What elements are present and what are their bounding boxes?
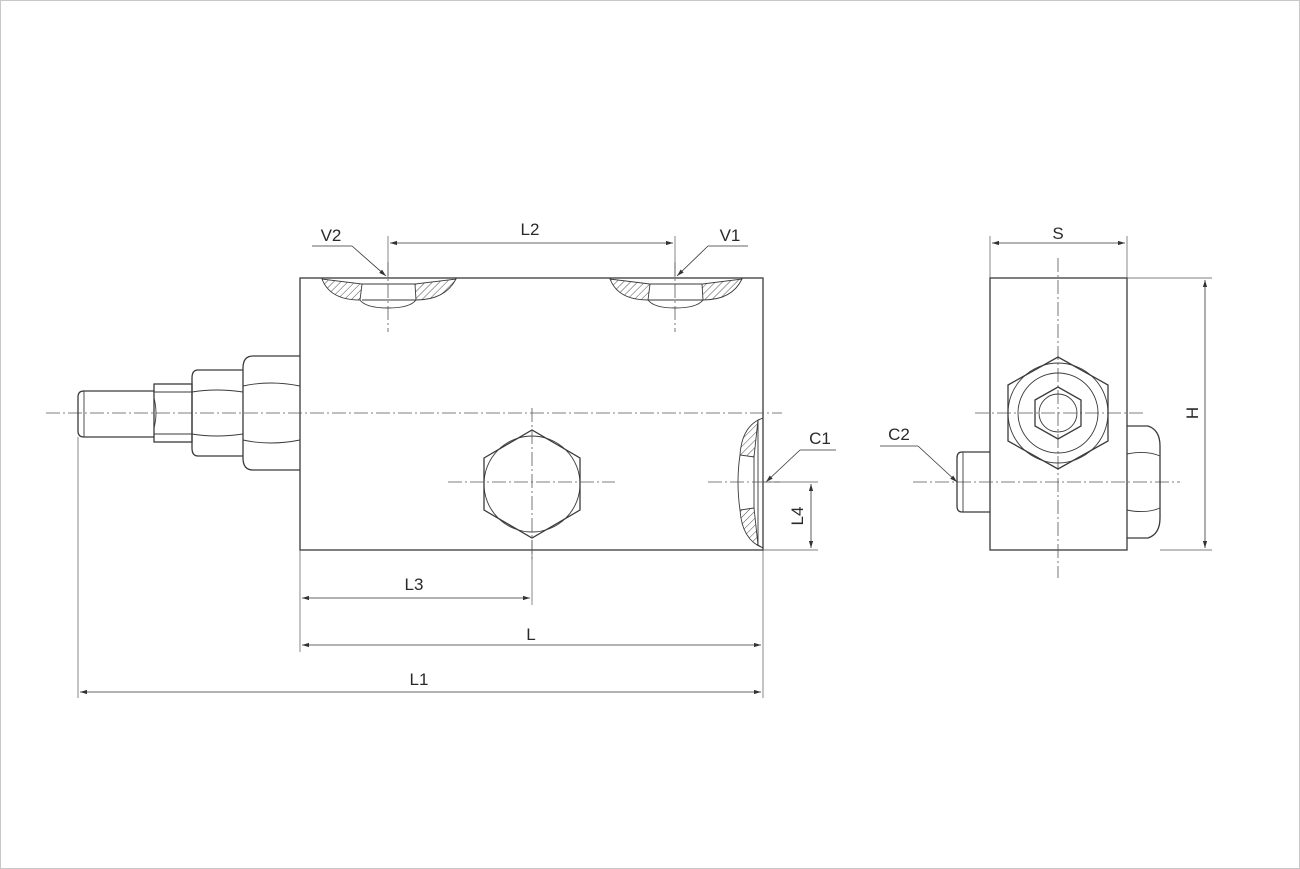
leader-v1: V1 [676, 226, 748, 277]
label-c1: C1 [809, 429, 831, 448]
label-v2: V2 [321, 226, 342, 245]
label-l1: L1 [410, 670, 429, 689]
label-h: H [1183, 407, 1202, 419]
label-l2: L2 [521, 220, 540, 239]
leader-c2: C2 [880, 425, 958, 483]
dimension-h: H [1127, 277, 1212, 551]
label-l3: L3 [405, 575, 424, 594]
side-view: C2 S H [880, 224, 1212, 578]
dimension-l1: L1 [77, 437, 761, 698]
valve-body-block [299, 277, 764, 551]
dimension-l3: L3 [299, 540, 533, 652]
dimension-l2: L2 [387, 220, 676, 278]
side-adjuster-hex [1007, 356, 1109, 470]
adjusting-screw-assembly [77, 355, 301, 471]
label-v1: V1 [720, 226, 741, 245]
leader-c1: C1 [765, 429, 836, 483]
port-v1 [609, 262, 743, 332]
label-c2: C2 [888, 425, 910, 444]
hex-plug [448, 408, 615, 560]
dimension-s: S [989, 224, 1128, 278]
side-hex-plug [1126, 425, 1161, 539]
label-l4: L4 [788, 507, 807, 526]
front-view: L2 V2 V1 C1 L4 [46, 220, 836, 698]
dimension-l: L [302, 550, 764, 698]
leader-v2: V2 [312, 226, 387, 277]
side-view-block [989, 277, 1128, 551]
port-c1 [708, 417, 780, 549]
label-l: L [526, 625, 535, 644]
label-s: S [1052, 224, 1063, 243]
dimension-l4: L4 [763, 481, 818, 551]
port-v2 [321, 262, 457, 332]
